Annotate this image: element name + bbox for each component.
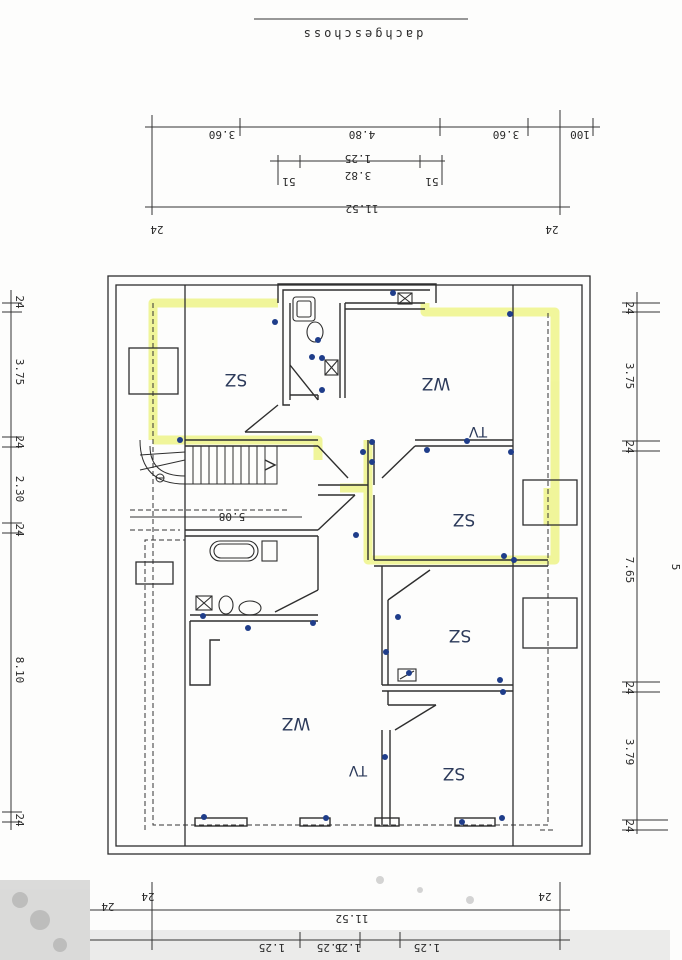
right-dim-g: 3.79 xyxy=(623,739,636,766)
sanitary-fixtures xyxy=(195,292,417,682)
drawing-title: dachgeschoss xyxy=(254,18,468,41)
staircase xyxy=(139,439,278,485)
room-label-tv-2: TV xyxy=(349,762,369,778)
right-dim-h: 24 xyxy=(623,819,636,833)
bottom-dim-l24b: 24 xyxy=(101,900,115,913)
left-dim-c: 24 xyxy=(13,435,26,449)
right-dim-d: 7.65 xyxy=(623,557,636,584)
top-dim-d: 100 xyxy=(570,128,590,141)
outer-walls xyxy=(107,275,591,855)
room-labels: SZ WZ SZ SZ WZ SZ TV TV xyxy=(225,369,488,783)
room-label-sz-2: SZ xyxy=(453,509,475,529)
left-dim-d: 2.30 xyxy=(13,476,26,503)
bottom-dim-total: 11.52 xyxy=(335,912,368,925)
bottom-dim-b: 1.25 xyxy=(317,941,344,954)
inner-dimension: 5.08 xyxy=(130,510,302,523)
left-dim-f: 8.10 xyxy=(13,657,26,684)
right-dim-b: 3.75 xyxy=(623,363,636,390)
right-dim-f: 24 xyxy=(623,681,636,695)
svg-text:5.08: 5.08 xyxy=(219,510,246,523)
top-dim-e: 1.25 xyxy=(345,152,372,165)
right-dim-c: 24 xyxy=(623,440,636,454)
top-dim-b: 4.80 xyxy=(349,128,376,141)
left-dim-e: 24 xyxy=(13,523,26,537)
bottom-dim-a: 1.25 xyxy=(259,941,286,954)
top-dimensions xyxy=(145,110,600,215)
top-dim-h: 51 xyxy=(425,175,438,188)
room-label-wz-2: WZ xyxy=(282,713,310,733)
left-dim-b: 3.75 xyxy=(13,359,26,386)
top-dim-l24: 24 xyxy=(150,223,164,236)
top-dim-f: 3.82 xyxy=(345,169,372,182)
top-dim-g: 51 xyxy=(282,175,295,188)
bottom-dim-d: 1.25 xyxy=(414,941,441,954)
roof-windows xyxy=(128,347,578,649)
electrical-outlets xyxy=(177,290,517,825)
right-dimensions xyxy=(622,292,668,834)
bottom-dimensions xyxy=(90,882,570,950)
left-dim-a: 24 xyxy=(13,295,26,309)
top-dim-r24: 24 xyxy=(545,223,559,236)
bottom-dim-r24: 24 xyxy=(538,890,552,903)
left-dimensions xyxy=(2,290,22,830)
top-dim-a: 3.60 xyxy=(209,128,236,141)
room-label-wz-1: WZ xyxy=(422,373,450,393)
knee-wall-dashed xyxy=(130,303,555,831)
top-dim-total: 11.52 xyxy=(345,202,378,215)
room-label-sz-3: SZ xyxy=(449,625,471,645)
room-label-sz-1: SZ xyxy=(225,369,247,389)
bottom-dim-l24: 24 xyxy=(141,890,155,903)
left-dim-g: 24 xyxy=(13,813,26,827)
room-label-sz-4: SZ xyxy=(443,763,465,783)
right-dim-a: 24 xyxy=(623,301,636,315)
top-dim-c: 3.60 xyxy=(493,128,520,141)
svg-text:dachgeschoss: dachgeschoss xyxy=(301,27,424,41)
scan-noise xyxy=(0,880,670,960)
right-dim-e: 5 xyxy=(669,564,682,571)
bottom-dim-c: 1.25 xyxy=(335,941,362,954)
room-label-tv-1: TV xyxy=(469,423,489,439)
